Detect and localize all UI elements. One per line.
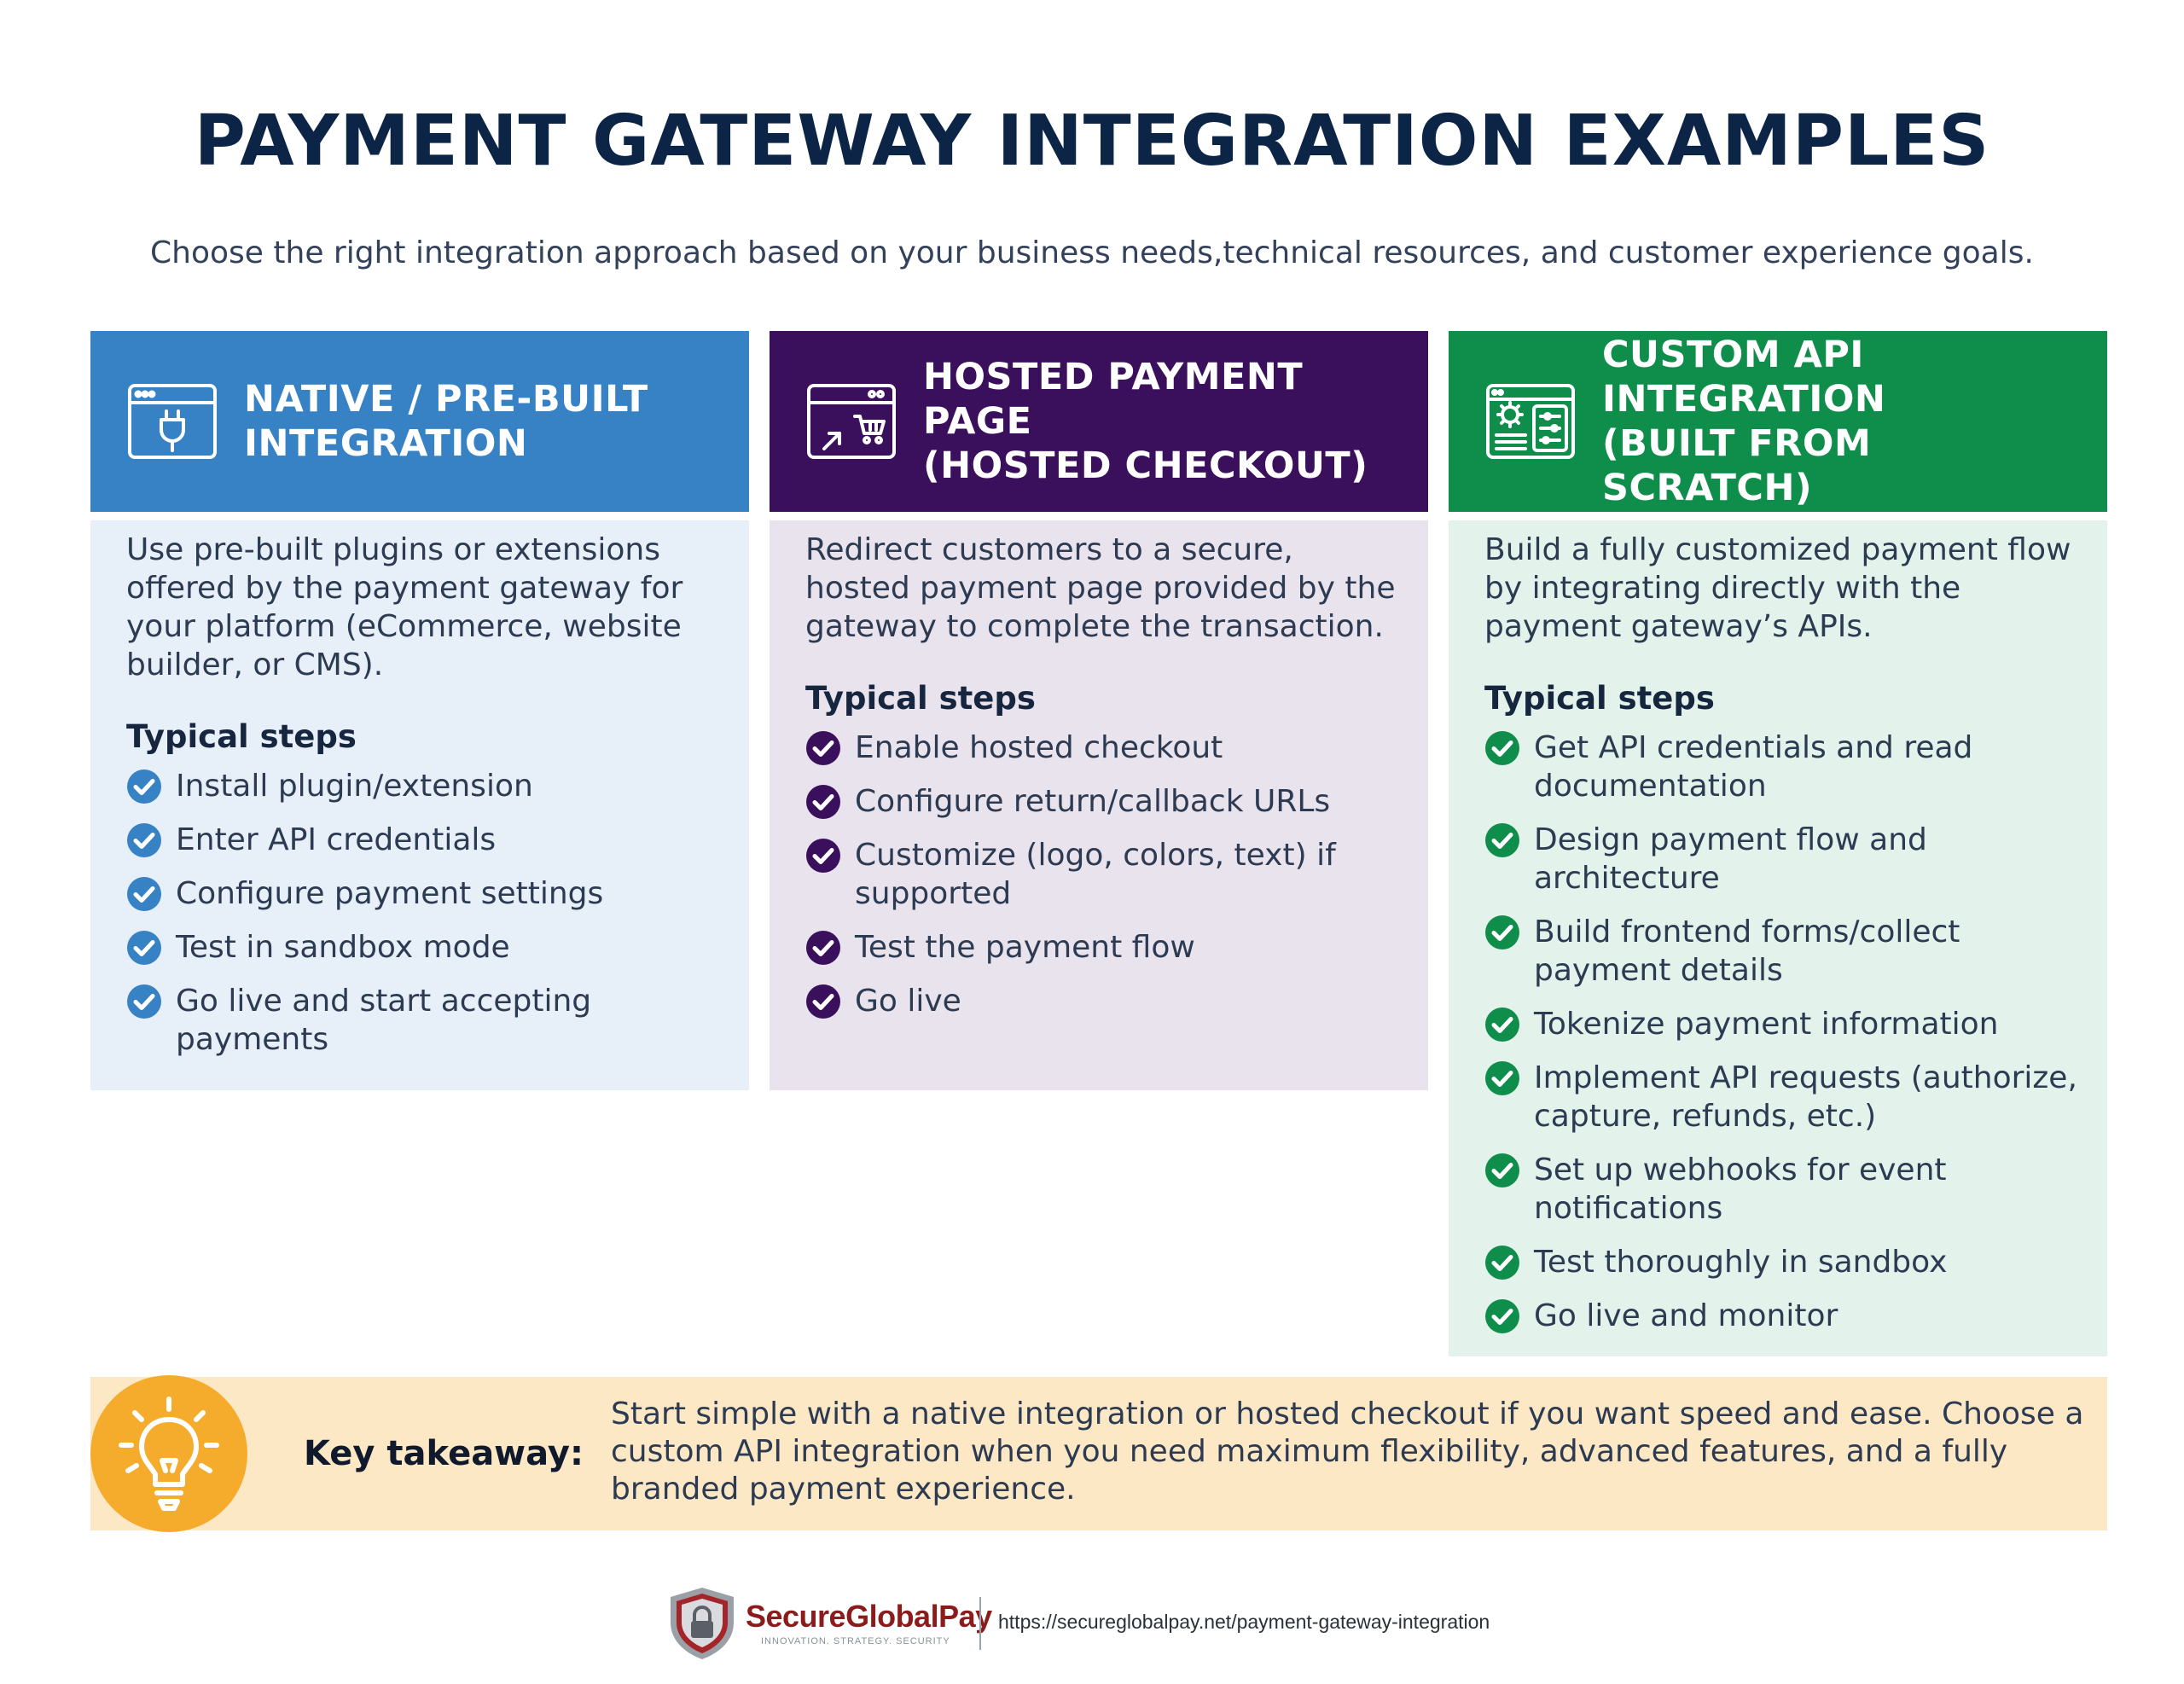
steps-heading: Typical steps [1484,680,1715,717]
browser-gear-icon [1484,380,1577,462]
step-item: Configure payment settings [126,874,723,913]
check-circle-icon [126,769,162,804]
step-text: Go live [855,984,961,1019]
column-title: HOSTED PAYMENT PAGE (HOSTED CHECKOUT) [923,356,1368,487]
footer: SecureGlobalPay INNOVATION. STRATEGY. SE… [0,1585,2184,1662]
check-circle-icon [1484,1007,1520,1042]
step-item: Test thoroughly in sandbox [1484,1243,2082,1281]
step-text: Design payment flow and architecture [1534,822,1927,896]
check-circle-icon [1484,1298,1520,1334]
check-circle-icon [126,984,162,1019]
step-item: Tokenize payment information [1484,1005,2082,1043]
check-circle-icon [805,784,841,820]
footer-divider [979,1597,981,1650]
column-header: HOSTED PAYMENT PAGE (HOSTED CHECKOUT) [770,331,1428,512]
check-circle-icon [805,984,841,1019]
check-circle-icon [1484,1153,1520,1188]
step-item: Enable hosted checkout [805,729,1403,767]
column-body: Use pre-built plugins or extensions offe… [90,520,749,1090]
step-text: Go live and monitor [1534,1298,1838,1333]
step-text: Test the payment flow [855,930,1195,965]
column-title: NATIVE / PRE-BUILT INTEGRATION [244,378,648,465]
column-hosted-payment-page: HOSTED PAYMENT PAGE (HOSTED CHECKOUT) Re… [770,331,1428,1090]
step-text: Go live and start accepting payments [176,984,592,1057]
shield-lock-logo-icon [665,1585,739,1662]
step-item: Enter API credentials [126,821,723,859]
step-item: Test the payment flow [805,928,1403,967]
step-item: Design payment flow and architecture [1484,821,2082,897]
column-description: Use pre-built plugins or extensions offe… [126,532,683,682]
step-item: Test in sandbox mode [126,928,723,967]
column-custom-api-integration: CUSTOM API INTEGRATION (BUILT FROM SCRAT… [1449,331,2107,1356]
step-text: Enter API credentials [176,822,497,857]
column-header: NATIVE / PRE-BUILT INTEGRATION [90,331,749,512]
step-text: Implement API requests (authorize, captu… [1534,1060,2077,1134]
step-item: Configure return/callback URLs [805,782,1403,821]
step-text: Configure payment settings [176,876,604,911]
step-text: Tokenize payment information [1534,1007,1999,1042]
step-item: Go live and start accepting payments [126,982,723,1059]
steps-list: Get API credentials and read documentati… [1484,729,2082,1335]
column-description: Redirect customers to a secure, hosted p… [805,532,1396,644]
step-text: Set up webhooks for event notifications [1534,1153,1947,1226]
step-text: Get API credentials and read documentati… [1534,730,1973,804]
step-item: Get API credentials and read documentati… [1484,729,2082,805]
browser-cart-icon [805,380,897,462]
check-circle-icon [1484,915,1520,950]
step-text: Test thoroughly in sandbox [1534,1245,1948,1280]
step-text: Configure return/callback URLs [855,784,1331,819]
column-body: Redirect customers to a secure, hosted p… [770,520,1428,1090]
page-subtitle: Choose the right integration approach ba… [150,235,2034,270]
column-description: Build a fully customized payment flow by… [1484,532,2071,644]
column-header: CUSTOM API INTEGRATION (BUILT FROM SCRAT… [1449,331,2107,512]
step-item: Go live [805,982,1403,1020]
column-title: CUSTOM API INTEGRATION (BUILT FROM SCRAT… [1602,334,1886,509]
lightbulb-icon [90,1375,247,1532]
column-native-integration: NATIVE / PRE-BUILT INTEGRATION Use pre-b… [90,331,749,1090]
brand-tagline: INNOVATION. STRATEGY. SECURITY [761,1636,950,1646]
takeaway-text: Start simple with a native integration o… [611,1397,2084,1507]
check-circle-icon [1484,1060,1520,1096]
key-takeaway-banner: Key takeaway: Start simple with a native… [90,1375,2107,1532]
column-body: Build a fully customized payment flow by… [1449,520,2107,1356]
step-text: Build frontend forms/collect payment det… [1534,915,1960,988]
takeaway-label: Key takeaway: [304,1434,584,1473]
check-circle-icon [126,822,162,858]
steps-heading: Typical steps [126,718,357,755]
check-circle-icon [126,930,162,966]
step-item: Build frontend forms/collect payment det… [1484,913,2082,990]
step-text: Enable hosted checkout [855,730,1223,765]
step-item: Set up webhooks for event notifications [1484,1151,2082,1228]
check-circle-icon [805,730,841,766]
check-circle-icon [805,838,841,874]
page-title: PAYMENT GATEWAY INTEGRATION EXAMPLES [194,101,1990,182]
check-circle-icon [1484,730,1520,766]
check-circle-icon [1484,822,1520,858]
check-circle-icon [1484,1245,1520,1280]
step-text: Test in sandbox mode [176,930,510,965]
footer-url-link[interactable]: https://secureglobalpay.net/payment-gate… [998,1611,1490,1633]
step-text: Install plugin/extension [176,769,533,804]
step-text: Customize (logo, colors, text) if suppor… [855,838,1336,911]
steps-heading: Typical steps [805,680,1036,717]
browser-plug-icon [126,380,218,462]
step-item: Install plugin/extension [126,767,723,805]
check-circle-icon [126,876,162,912]
step-item: Customize (logo, colors, text) if suppor… [805,836,1403,913]
step-item: Implement API requests (authorize, captu… [1484,1059,2082,1135]
step-item: Go live and monitor [1484,1297,2082,1335]
check-circle-icon [805,930,841,966]
brand-name: SecureGlobalPay [746,1599,992,1634]
